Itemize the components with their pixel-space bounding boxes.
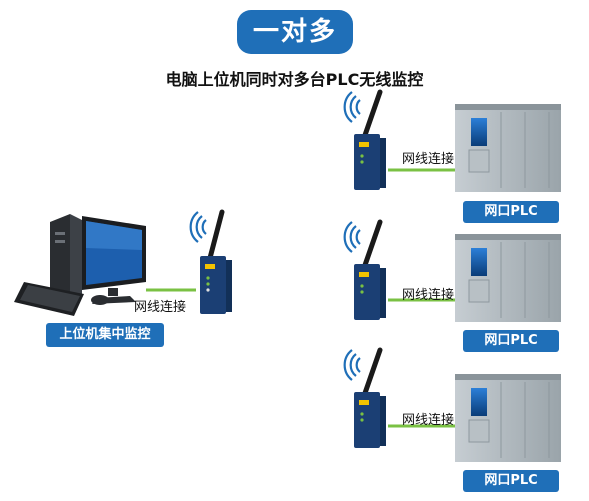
wireless-module-2 (343, 219, 386, 320)
diagram-title: 电脑上位机同时对多台PLC无线监控 (165, 70, 424, 89)
mode-pill: 一对多 (237, 10, 353, 54)
plc-unit-3 (455, 374, 561, 462)
link-label-3: 网线连接 (402, 413, 455, 428)
device-row-2 (343, 219, 561, 322)
pc-workstation (14, 214, 146, 316)
device-row-1 (343, 89, 561, 192)
device-row-3 (343, 347, 561, 462)
left-link-label: 网线连接 (134, 300, 187, 315)
plc-badge-2: 网口PLC (463, 330, 559, 352)
link-label-1: 网线连接 (402, 152, 455, 167)
plc-badge-3: 网口PLC (463, 470, 559, 492)
plc-unit-1 (455, 104, 561, 192)
wireless-module-1 (343, 89, 386, 190)
link-label-2: 网线连接 (402, 288, 455, 303)
left-wireless-module (189, 209, 232, 314)
plc-unit-2 (455, 234, 561, 322)
wireless-module-3 (343, 347, 386, 448)
pc-label-badge: 上位机集中监控 (46, 323, 164, 347)
plc-badge-1: 网口PLC (463, 201, 559, 223)
